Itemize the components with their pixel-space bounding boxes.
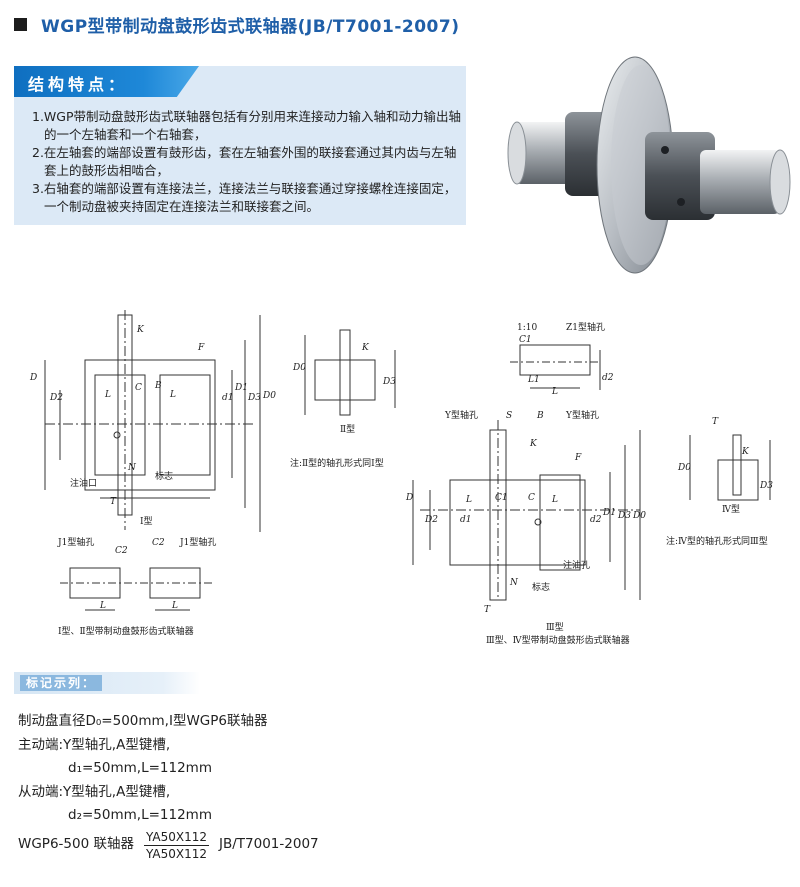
coupling-photo — [507, 56, 791, 274]
caption-type-3: Ⅲ型 — [546, 622, 564, 633]
label-d2-fig3: D2 — [424, 515, 438, 525]
label-t-fig4: T — [712, 417, 719, 427]
label-l-z1: L — [551, 387, 558, 397]
label-d2-z1: d2 — [602, 373, 614, 383]
label-d3-fig2: D3 — [382, 377, 396, 387]
label-f: F — [197, 343, 205, 353]
label-c2-left: C2 — [115, 546, 128, 556]
label-taper: 1:10 — [517, 323, 537, 333]
label-d0-fig2: D0 — [292, 363, 306, 373]
drawing-type-1 — [44, 310, 261, 532]
label-oil-hole: 注油孔 — [563, 559, 590, 571]
feature-item: 3.右轴套的端部设置有连接法兰，连接法兰与联接套通过穿接螺栓连接固定，一个制动盘… — [32, 181, 457, 214]
label-l-fig3-right: L — [551, 495, 558, 505]
label-mark: 标志 — [155, 470, 173, 482]
label-j1-right: J1型轴孔 — [179, 536, 216, 548]
label-b: B — [154, 381, 162, 391]
example-line: 主动端:Y型轴孔,A型键槽, — [18, 736, 171, 753]
title-row: WGP型带制动盘鼓形齿式联轴器(JB/T7001-2007) — [14, 12, 460, 37]
label-oil-port: 注油口 — [70, 477, 97, 489]
note-type-4: 注:Ⅳ型的轴孔形式同Ⅲ型 — [666, 535, 768, 547]
marking-prefix: WGP6-500 联轴器 — [18, 836, 134, 853]
label-d2b-fig3: d2 — [590, 515, 602, 525]
drawing-type-j1 — [60, 567, 215, 611]
label-d2: D2 — [49, 393, 63, 403]
label-l1: L1 — [527, 375, 540, 385]
technical-drawings: K F D D2 d1 D1 D3 D0 L L B C N T 注油口 标志 … — [29, 310, 773, 646]
drawing-type-2 — [304, 329, 396, 416]
label-d1-upper-fig3: D1 — [602, 508, 616, 518]
label-c1: C1 — [519, 335, 532, 345]
label-y-left: Y型轴孔 — [444, 409, 478, 421]
drawing-type-3 — [412, 420, 641, 601]
note-type-2: 注:Ⅱ型的轴孔形式同Ⅰ型 — [290, 457, 384, 469]
label-l-j1-right: L — [171, 601, 178, 611]
label-k-fig2: K — [361, 343, 370, 353]
label-mark-fig3: 标志 — [532, 581, 550, 593]
fraction-denominator: YA50X112 — [145, 846, 207, 861]
fraction-numerator: YA50X112 — [143, 829, 209, 846]
example-line: 从动端:Y型轴孔,A型键槽, — [18, 783, 171, 800]
page-title: WGP型带制动盘鼓形齿式联轴器(JB/T7001-2007) — [41, 16, 460, 37]
features-banner: 结构特点： — [14, 66, 199, 97]
caption-type-4: Ⅳ型 — [722, 504, 740, 515]
label-c-fig3: C — [528, 493, 535, 503]
label-l-j1-left: L — [99, 601, 106, 611]
label-k-fig3: K — [529, 439, 538, 449]
label-c: C — [135, 383, 142, 393]
label-y-right: Y型轴孔 — [565, 409, 599, 421]
features-list: 1.WGP带制动盘鼓形齿式联轴器包括有分别用来连接动力输入轴和动力输出轴的一个左… — [32, 108, 462, 216]
label-j1-left: J1型轴孔 — [57, 536, 94, 548]
label-d0-fig3: D0 — [632, 511, 646, 521]
caption-type-j1: Ⅰ型、Ⅱ型带制动盘鼓形齿式联轴器 — [58, 625, 194, 637]
label-d1-upper: D1 — [234, 383, 248, 393]
feature-item: 1.WGP带制动盘鼓形齿式联轴器包括有分别用来连接动力输入轴和动力输出轴的一个左… — [32, 109, 462, 142]
marking-suffix: JB/T7001-2007 — [219, 836, 319, 853]
label-n: N — [127, 463, 137, 473]
label-t: T — [110, 497, 117, 507]
caption-type-1: Ⅰ型 — [140, 516, 153, 527]
example-heading: 标记示列： — [20, 675, 103, 691]
features-panel: 结构特点： 1.WGP带制动盘鼓形齿式联轴器包括有分别用来连接动力输入轴和动力输… — [14, 66, 466, 225]
label-n-fig3: N — [509, 578, 519, 588]
features-heading: 结构特点： — [28, 75, 129, 94]
example-block: 制动盘直径D₀=500mm,Ⅰ型WGP6联轴器 主动端:Y型轴孔,A型键槽, d… — [18, 710, 319, 861]
label-t-fig3: T — [484, 605, 491, 615]
example-line: d₁=50mm,L=112mm — [68, 760, 212, 776]
marking-fraction: YA50X112 YA50X112 — [143, 829, 209, 861]
label-l-right: L — [169, 390, 176, 400]
label-c1-fig3: C1 — [495, 493, 508, 503]
marking-row: WGP6-500 联轴器 YA50X112 YA50X112 JB/T7001-… — [18, 830, 319, 861]
example-banner: 标记示列： — [14, 672, 200, 694]
label-c2-right: C2 — [152, 538, 165, 548]
example-line: d₂=50mm,L=112mm — [68, 807, 212, 823]
drawing-type-4 — [689, 434, 771, 501]
label-k-fig4: K — [741, 447, 750, 457]
label-d3-fig4: D3 — [759, 481, 773, 491]
label-d3-fig3: D3 — [617, 511, 631, 521]
label-l-fig3-left: L — [465, 495, 472, 505]
label-d1-fig3: d1 — [460, 515, 472, 525]
label-d0: D0 — [262, 391, 276, 401]
label-f-fig3: F — [574, 453, 582, 463]
caption-type-2: Ⅱ型 — [340, 424, 355, 435]
caption-type-3-4: Ⅲ型、Ⅳ型带制动盘鼓形齿式联轴器 — [486, 634, 630, 646]
label-s: S — [506, 411, 512, 421]
label-d0-fig4: D0 — [677, 463, 691, 473]
label-k: K — [136, 325, 145, 335]
feature-item: 2.在左轴套的端部设置有鼓形齿，套在左轴套外围的联接套通过其内齿与左轴套上的鼓形… — [32, 145, 457, 178]
title-square-icon — [14, 17, 27, 31]
label-b-fig3: B — [536, 411, 544, 421]
label-z1: Z1型轴孔 — [566, 321, 605, 333]
example-line: 制动盘直径D₀=500mm,Ⅰ型WGP6联轴器 — [18, 713, 268, 729]
drawing-type-z1 — [510, 344, 601, 390]
label-d-fig3: D — [405, 493, 413, 503]
label-d1: d1 — [222, 393, 234, 403]
label-l-left: L — [104, 390, 111, 400]
label-d3: D3 — [247, 393, 261, 403]
label-d: D — [29, 373, 37, 383]
